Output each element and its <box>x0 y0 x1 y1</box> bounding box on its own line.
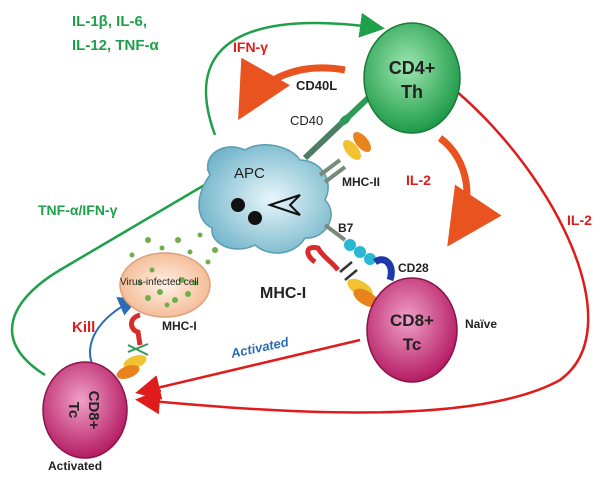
cd4-label-line2: Th <box>401 82 423 102</box>
virus-infected-cell <box>119 232 218 318</box>
apc-label: APC <box>234 165 265 182</box>
cd8-naive-label-line2: Tc <box>403 335 422 354</box>
il2-outer-arrow <box>135 89 590 415</box>
mhc-i-left-label: MHC-I <box>162 319 197 333</box>
cytokines-line1: IL-1β, IL-6, <box>72 13 147 30</box>
activated-label: Activated <box>48 459 102 473</box>
b7-label: B7 <box>338 221 354 235</box>
kill-label: Kill <box>72 319 95 336</box>
mhc-i-tcr-activated-link <box>116 312 149 379</box>
cytokines-line2: IL-12, TNF-α <box>72 37 159 54</box>
cd8-naive-label-line1: CD8+ <box>390 311 434 330</box>
cd4-label-line1: CD4+ <box>389 58 436 78</box>
cd40l-label: CD40L <box>296 78 337 93</box>
mhc-ii-tcr-link <box>318 132 371 184</box>
tnf-ifn-label: TNF-α/IFN-γ <box>38 202 118 218</box>
cytokine-arrow <box>204 12 385 136</box>
cd4-th-cell <box>363 22 461 134</box>
ifn-gamma-label: IFN-γ <box>233 39 268 55</box>
apc-cell <box>198 144 332 254</box>
activation-arrow <box>135 338 361 400</box>
cd8-naive-cell <box>366 277 458 383</box>
cd28-label: CD28 <box>398 261 429 275</box>
il2-outer-label: IL-2 <box>567 212 592 228</box>
cd8-activated-cell <box>42 361 128 459</box>
virus-cell-label: Virus-infected cell <box>120 277 199 288</box>
ifn-gamma-arrow <box>238 57 346 121</box>
mhc-i-center-label: MHC-I <box>260 285 306 302</box>
tnf-ifn-arrow <box>11 167 235 377</box>
cd40-label: CD40 <box>290 113 323 128</box>
cd8-activated-label-line2: Tc <box>65 402 82 418</box>
cd8-activated-label-line1: CD8+ <box>85 391 102 430</box>
b7-cd28-link <box>323 223 395 282</box>
mhc-i-tcr-naive-link <box>305 244 379 308</box>
il2-inner-label: IL-2 <box>406 172 431 188</box>
mhc-ii-label: MHC-II <box>342 175 380 189</box>
il2-inner-arrow <box>437 135 502 247</box>
activated-arrow-label: Activated <box>229 334 291 361</box>
naive-label: Naïve <box>465 317 497 331</box>
